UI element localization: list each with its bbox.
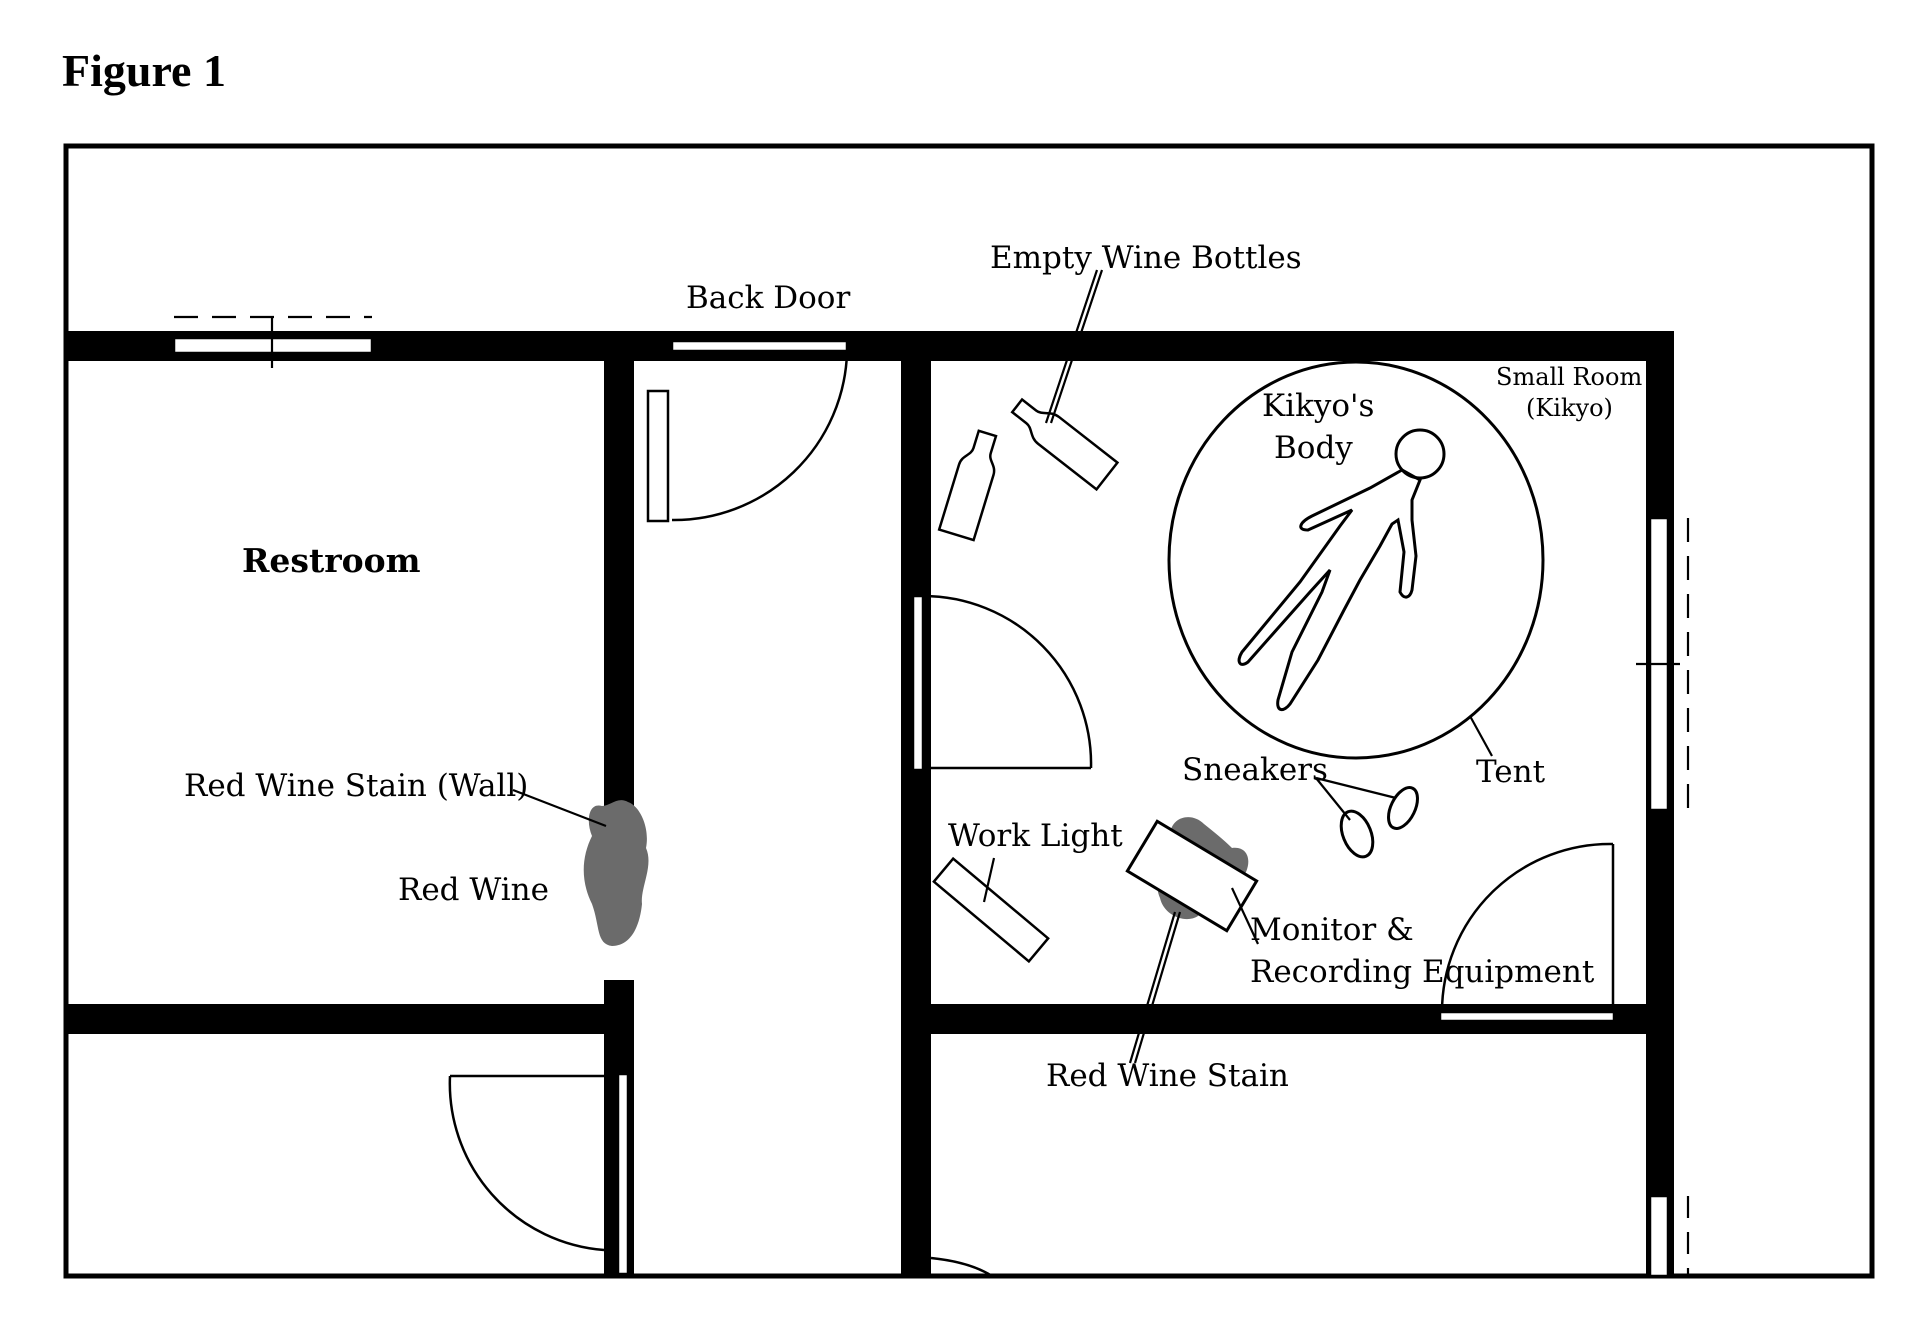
back-door-swing xyxy=(671,352,849,522)
label-red-wine-stain-wall: Red Wine Stain (Wall) xyxy=(184,768,528,804)
leader-monitor xyxy=(1231,887,1259,945)
label-monitor-1: Monitor & xyxy=(1250,912,1414,948)
lower-main-door-arc xyxy=(930,1256,993,1278)
wine-bottle-right xyxy=(1010,397,1120,492)
label-monitor-2: Recording Equipment xyxy=(1250,954,1595,990)
label-kikyos-body-1: Kikyo's xyxy=(1262,388,1374,424)
outer-boundary xyxy=(63,143,1875,1279)
wine-bottle-left xyxy=(937,429,998,542)
body-outline xyxy=(1237,428,1446,711)
tent-circle xyxy=(1167,360,1545,760)
label-red-wine: Red Wine xyxy=(398,872,549,908)
label-small-room: Small Room xyxy=(1496,363,1642,391)
leader-sneakers-right xyxy=(1315,776,1397,800)
windows xyxy=(172,315,1690,1278)
work-light xyxy=(932,856,1050,964)
monitor-equipment xyxy=(1125,819,1259,933)
main-room-south-door-leaf xyxy=(1438,1010,1616,1023)
label-work-light: Work Light xyxy=(948,818,1123,854)
lower-room-door-leaf-vis xyxy=(616,1072,630,1276)
wall-restroom-east-upper xyxy=(604,346,634,834)
back-door-leaf xyxy=(646,389,670,523)
sneaker-left xyxy=(1339,809,1375,859)
leader-stain-floor xyxy=(1133,911,1182,1064)
label-back-door: Back Door xyxy=(686,280,850,316)
leader-bottles xyxy=(1049,269,1104,424)
lower-room-door-swing xyxy=(448,1075,605,1252)
label-small-room-owner: (Kikyo) xyxy=(1526,394,1613,422)
red-wine-stain-wall xyxy=(583,800,649,946)
leader-stain-wall xyxy=(512,788,607,828)
leader-work-light xyxy=(982,857,996,903)
body-silhouette xyxy=(1237,468,1422,711)
main-room-south-door-swing xyxy=(1440,842,1614,1013)
leader-bottles-2 xyxy=(1044,269,1099,424)
body-head xyxy=(1394,428,1446,480)
label-sneakers: Sneakers xyxy=(1182,752,1328,788)
label-kikyos-body-2: Body xyxy=(1274,430,1353,466)
label-restroom: Restroom xyxy=(242,541,421,580)
main-room-door-swing xyxy=(922,594,1093,769)
window-right-lower xyxy=(1648,1194,1670,1278)
sneaker-right xyxy=(1387,786,1419,830)
leader-tent xyxy=(1469,715,1493,757)
wall-restroom-south xyxy=(64,1004,634,1034)
figure-title: Figure 1 xyxy=(62,45,226,96)
doors xyxy=(448,339,1616,1278)
leader-lines xyxy=(512,269,1493,1064)
label-empty-wine-bottles: Empty Wine Bottles xyxy=(990,240,1302,276)
leader-stain-floor-2 xyxy=(1128,911,1177,1064)
wall-corridor-east xyxy=(901,346,931,1276)
label-tent: Tent xyxy=(1476,754,1546,790)
walls xyxy=(64,331,1674,1276)
label-red-wine-stain: Red Wine Stain xyxy=(1046,1058,1289,1094)
main-room-door-leaf xyxy=(911,594,925,772)
back-door-opening xyxy=(670,339,849,353)
leader-sneakers-left xyxy=(1315,777,1351,821)
